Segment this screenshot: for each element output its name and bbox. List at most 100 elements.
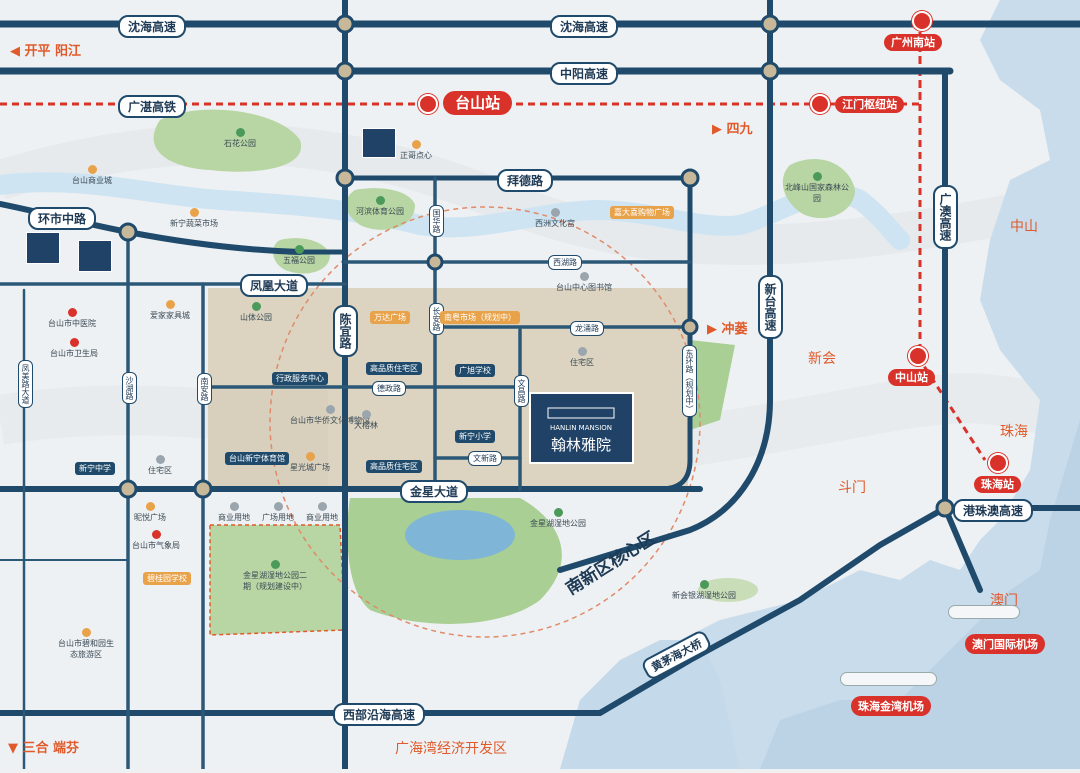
direction-label-chongyu: 冲蒌	[721, 322, 748, 337]
poi-shihua-park: 石花公园	[224, 128, 256, 149]
highway-label-xintai: 新台高速	[758, 275, 783, 339]
core-circle	[269, 206, 701, 638]
road-label-dongzhuan: 东环路（规划中）	[682, 345, 697, 417]
tree-icon	[361, 410, 371, 419]
train-icon	[912, 10, 932, 31]
poi-xinning-middle: 新宁中学	[75, 462, 115, 475]
road-label-nanan: 南安路	[197, 373, 212, 405]
city-xinhui: 新会	[808, 351, 836, 367]
direction-sanhe: ▼ 三合 端芬	[8, 741, 80, 756]
airplane-icon	[948, 605, 1020, 619]
land-icon	[317, 502, 327, 511]
road-label-shunde: 拜德路	[497, 169, 554, 192]
city-zhuhai: 珠海	[1000, 424, 1028, 440]
residential-icon	[577, 347, 587, 356]
poi-beifeng-park: 北峰山国家森林公园	[782, 172, 852, 204]
poi-weather: 台山市气象局	[132, 530, 180, 551]
shop-icon	[145, 502, 155, 511]
road-label-fenghuang: 凤凰大道	[240, 274, 309, 297]
road-label-fengmei: 凤美路大道	[18, 360, 33, 408]
highway-label-shenhai-2: 沈海高速	[550, 15, 619, 38]
poi-jinxing-park: 金星湖湿地公园	[530, 508, 586, 529]
poi-biguiyuan-school: 碧桂园学校	[143, 572, 191, 585]
building-logo-icon	[26, 232, 60, 264]
city-guanghai-zone: 广海湾经济开发区	[395, 741, 507, 757]
park-icon	[553, 508, 563, 517]
poi-taishan-mall: 台山商业城	[72, 165, 112, 186]
poi-wanda: 万达广场	[370, 311, 410, 324]
road-label-xihu: 西湖路	[548, 255, 582, 270]
shop-icon	[87, 165, 97, 174]
shop-icon	[305, 452, 315, 461]
road-label-guohua: 国华路	[429, 205, 444, 237]
road-label-jinxing: 金星大道	[400, 480, 469, 503]
project-card	[529, 392, 634, 464]
poi-gaopin-2: 高品质住宅区	[366, 460, 422, 473]
museum-icon	[325, 405, 335, 414]
poi-commercial-3: 商业用地	[306, 502, 338, 523]
poi-xinhui-park: 新会银湖湿地公园	[672, 580, 736, 601]
poi-jinxing-park2: 金星湖湿地公园二期（规划建设中）	[240, 560, 310, 592]
poi-zhengge: 正哥点心	[400, 140, 432, 161]
poi-gaopin-1: 高品质住宅区	[366, 362, 422, 375]
highway-label-gangzhuao: 港珠澳高速	[953, 499, 1034, 522]
park-icon	[270, 560, 280, 569]
direction-kaiping: ◀ 开平 阳江	[10, 44, 82, 59]
direction-label-sanhe: 三合 端芬	[22, 741, 80, 756]
poi-hebin-sports: 河滨体育公园	[356, 196, 404, 217]
poi-aijia: 爱家家具城	[150, 300, 190, 321]
poi-overseas-museum: 台山市华侨文化博物馆	[290, 405, 370, 426]
city-zhongshan: 中山	[1010, 219, 1038, 235]
poi-xingguang: 星光城广场	[290, 452, 330, 473]
station-jiangmen: 江门枢纽站	[810, 93, 905, 114]
station-label-zhuhai: 珠海站	[974, 475, 1021, 493]
building-logo-icon	[78, 240, 112, 272]
poi-admin-center: 行政服务中心	[272, 372, 328, 385]
road-label-deping: 德政路	[372, 381, 406, 396]
train-icon	[810, 93, 830, 114]
sea-area	[560, 0, 1080, 769]
park-icon	[375, 196, 385, 205]
park-beifeng	[782, 159, 855, 219]
park-wufu	[273, 238, 330, 274]
highway-label-guangao: 广澳高速	[933, 185, 958, 249]
park-icon	[294, 245, 304, 254]
airport-macau: 澳门国际机场	[965, 634, 1045, 654]
poi-xinning-primary: 新宁小学	[455, 430, 495, 443]
poi-shanti-park: 山体公园	[240, 302, 272, 323]
land-icon	[229, 502, 239, 511]
poi-jiadadi: 嘉大喜购物广场	[610, 206, 674, 219]
direction-label-kaiping: 开平 阳江	[24, 44, 82, 59]
train-icon	[418, 93, 438, 114]
road-label-huanshi: 环市中路	[28, 207, 97, 230]
poi-tcm-hospital: 台山市中医院	[48, 308, 96, 329]
station-zhuhai: 珠海站	[974, 452, 1021, 493]
poi-commercial-2: 广场用地	[262, 502, 294, 523]
road-label-wenchang: 文昌路	[514, 375, 529, 407]
poi-residential: 住宅区	[570, 347, 594, 368]
shop-icon	[165, 300, 175, 309]
airport-zhuhai: 珠海金湾机场	[851, 696, 931, 716]
poi-wufu-park: 五福公园	[283, 245, 315, 266]
direction-sijiu: ▶ 四九	[712, 122, 753, 137]
shop-icon	[189, 208, 199, 217]
park-shihua	[153, 109, 302, 172]
poi-xinning-stadium: 台山新宁体育馆	[225, 452, 289, 465]
road-label-wenxin: 文新路	[468, 451, 502, 466]
tourism-icon	[81, 628, 91, 637]
project-name-cn: 翰林雅院	[551, 436, 611, 454]
road-label-shahu: 沙湖路	[122, 372, 137, 404]
library-icon	[579, 272, 589, 281]
station-guangzhou-south: 广州南站	[884, 10, 942, 51]
poi-xizhou-culture: 西洲文化宫	[535, 208, 575, 229]
poi-residential-2: 住宅区	[148, 455, 172, 476]
road-label-longyong: 龙涌路	[570, 321, 604, 336]
park-icon	[812, 172, 822, 181]
residential-icon	[155, 455, 165, 464]
culture-icon	[550, 208, 560, 217]
poi-nanyu-market: 南粤市场（规划中）	[440, 311, 520, 324]
hospital-icon	[67, 308, 77, 317]
land-icon	[273, 502, 283, 511]
rail-label-guangzhan: 广湛高铁	[118, 95, 187, 118]
